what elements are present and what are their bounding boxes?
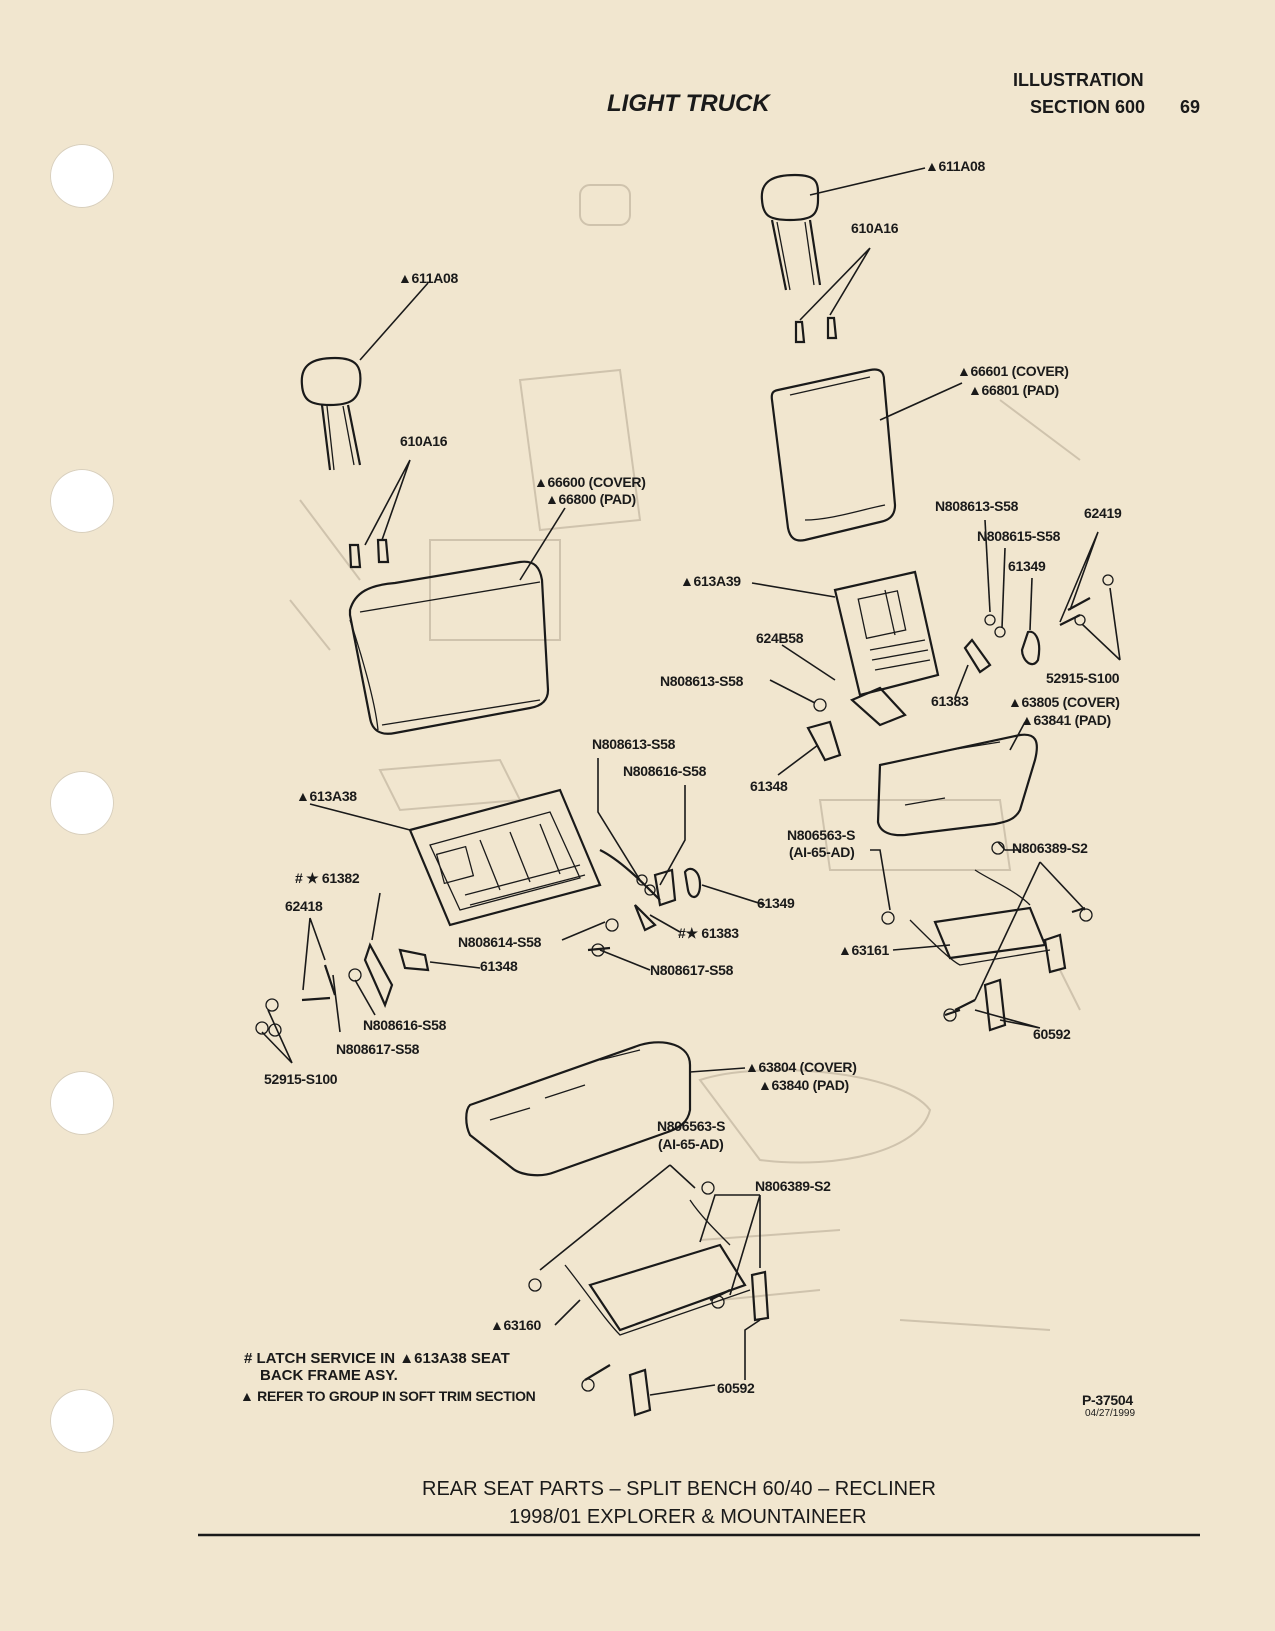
part-label: ▲66601 (COVER) <box>957 363 1069 379</box>
right-cushion-frame-drawing <box>881 841 1093 1032</box>
part-label: N806389-S2 <box>755 1178 831 1194</box>
part-label: ▲63805 (COVER) <box>1008 694 1120 710</box>
part-label: 624B58 <box>756 630 804 646</box>
leader-lines <box>261 167 1121 1396</box>
left-back-frame-drawing <box>408 788 661 927</box>
part-label: 60592 <box>717 1380 755 1396</box>
left-cushion-drawing <box>465 1041 692 1177</box>
part-label: (AI-65-AD) <box>789 844 855 860</box>
right-back-frame-drawing <box>833 570 940 697</box>
part-label: ▲66800 (PAD) <box>545 491 636 507</box>
left-headrest-drawing <box>300 356 390 569</box>
part-label: N806563-S <box>657 1118 726 1134</box>
part-label: 61349 <box>1008 558 1046 574</box>
part-label: N806389-S2 <box>1012 840 1088 856</box>
part-label: N808616-S58 <box>623 763 707 779</box>
section-number: SECTION 600 <box>1030 97 1146 117</box>
section-label: ILLUSTRATION <box>1013 70 1144 90</box>
part-label: ▲63840 (PAD) <box>758 1077 849 1093</box>
part-label: 62419 <box>1084 505 1122 521</box>
bleed-through-ghost <box>289 184 1081 1331</box>
part-label: 61383 <box>931 693 969 709</box>
part-label: 52915-S100 <box>1046 670 1120 686</box>
refer-note: ▲ REFER TO GROUP IN SOFT TRIM SECTION <box>240 1388 536 1404</box>
caption-line1: REAR SEAT PARTS – SPLIT BENCH 60/40 – RE… <box>422 1478 936 1500</box>
binder-hole <box>50 771 114 835</box>
part-label: (AI-65-AD) <box>658 1136 724 1152</box>
page-title: LIGHT TRUCK <box>607 90 770 117</box>
part-label: #★ 61383 <box>678 925 739 941</box>
page-number: 69 <box>1180 97 1201 117</box>
part-label: ▲63841 (PAD) <box>1020 712 1111 728</box>
part-label: 61348 <box>480 958 518 974</box>
binder-hole <box>50 469 114 533</box>
part-label: N808613-S58 <box>935 498 1019 514</box>
latch-note-line2: BACK FRAME ASY. <box>260 1367 398 1384</box>
latch-note-line1: # LATCH SERVICE IN ▲613A38 SEAT <box>244 1350 510 1367</box>
right-cushion-drawing <box>876 733 1038 837</box>
part-label: N806563-S <box>787 827 856 843</box>
part-label: 60592 <box>1033 1026 1071 1042</box>
part-label: 61348 <box>750 778 788 794</box>
binder-hole <box>50 1389 114 1453</box>
caption-line2: 1998/01 EXPLORER & MOUNTAINEER <box>509 1506 867 1528</box>
part-label: N808616-S58 <box>363 1017 447 1033</box>
part-label: ▲66801 (PAD) <box>968 382 1059 398</box>
right-headrest-drawing <box>760 173 838 344</box>
part-label: 610A16 <box>851 220 899 236</box>
plate-id: P-37504 <box>1082 1392 1133 1408</box>
left-cushion-frame-drawing <box>528 1181 770 1417</box>
part-label: 62418 <box>285 898 323 914</box>
part-label: ▲611A08 <box>398 270 459 286</box>
part-label: N808613-S58 <box>660 673 744 689</box>
part-label: # ★ 61382 <box>295 870 360 886</box>
right-hardware-drawing <box>806 574 1114 762</box>
part-label: ▲66600 (COVER) <box>534 474 646 490</box>
part-label: ▲63804 (COVER) <box>745 1059 857 1075</box>
part-label: 52915-S100 <box>264 1071 338 1087</box>
part-label: ▲613A39 <box>680 573 741 589</box>
part-label: ▲63161 <box>838 942 889 958</box>
binder-hole <box>50 144 114 208</box>
part-label: N808613-S58 <box>592 736 676 752</box>
binder-hole <box>50 1071 114 1135</box>
part-label: ▲63160 <box>490 1317 541 1333</box>
part-label: ▲613A38 <box>296 788 357 804</box>
right-seatback-drawing <box>770 368 897 542</box>
left-seatback-drawing <box>348 560 550 735</box>
part-label: 610A16 <box>400 433 448 449</box>
part-label: N808614-S58 <box>458 934 542 950</box>
plate-date: 04/27/1999 <box>1085 1408 1136 1419</box>
part-label: N808617-S58 <box>650 962 734 978</box>
part-label: 61349 <box>757 895 795 911</box>
left-hardware-drawing <box>255 867 702 1037</box>
part-label: N808615-S58 <box>977 528 1061 544</box>
part-label: N808617-S58 <box>336 1041 420 1057</box>
part-label: ▲611A08 <box>925 158 986 174</box>
